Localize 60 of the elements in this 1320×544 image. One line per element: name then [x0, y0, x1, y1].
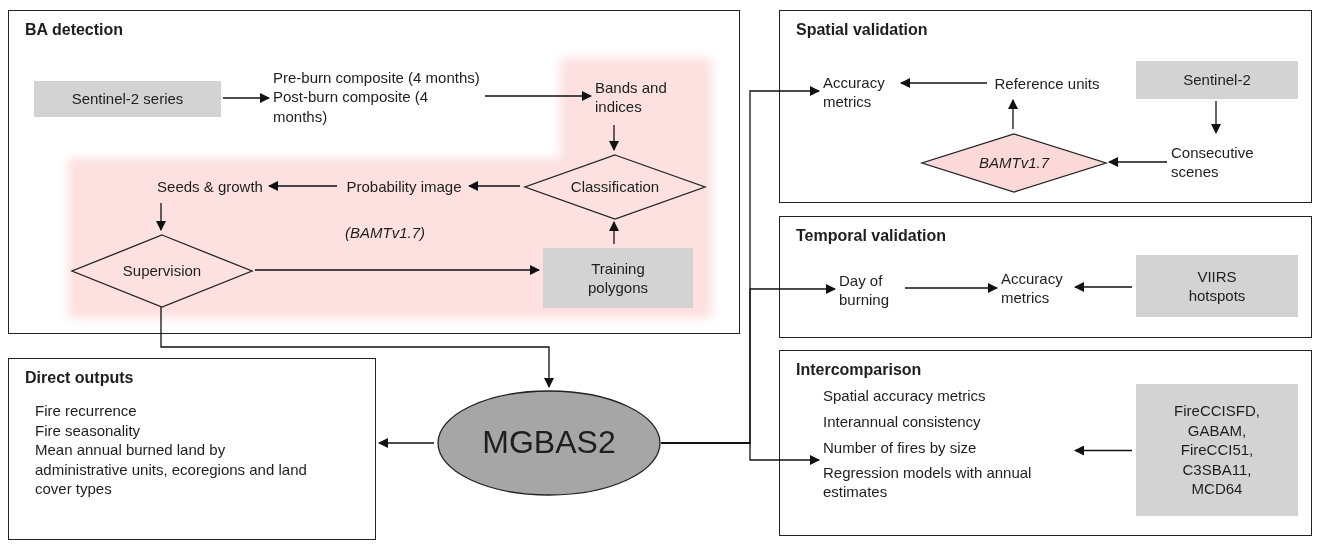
node-text: Bands and indices — [595, 77, 668, 117]
data-box — [1136, 255, 1298, 317]
node-text: BAMTv1.7 — [979, 153, 1049, 173]
arrow — [1074, 445, 1133, 456]
data-box — [543, 248, 693, 308]
node-text: Number of fires by size — [823, 438, 977, 458]
node-text: Spatial accuracy metrics — [823, 387, 986, 406]
node-text: Consecutive scenes — [1171, 142, 1255, 182]
node-text: Post-burn composite (4 months) — [273, 87, 430, 127]
node-text: Supervision — [122, 261, 202, 281]
output-item: Fire recurrence — [35, 401, 138, 421]
arrow — [904, 283, 998, 293]
section-panel — [779, 350, 1312, 536]
box-text: Sentinel-2 series — [71, 89, 184, 109]
arrow — [160, 306, 554, 388]
node-text: Reference units — [994, 74, 1100, 94]
arrow — [378, 438, 435, 448]
box-text: Training polygons — [586, 258, 649, 298]
box-text: VIIRS hotspots — [1187, 266, 1247, 306]
panel-heading: BA detection — [25, 21, 124, 39]
box-text: FireCCISFD, GABAM, FireCCI51, C3SBA11, MCD64 — [1173, 401, 1261, 499]
box-text: Sentinel-2 — [1183, 70, 1251, 90]
panel-heading: Direct outputs — [25, 369, 134, 387]
arrow — [268, 181, 338, 191]
node-text: Probability image — [346, 177, 462, 197]
arrow — [609, 221, 619, 245]
arrow — [468, 181, 521, 191]
arrow — [156, 202, 166, 231]
arrow — [1108, 157, 1168, 167]
data-box — [1136, 384, 1298, 516]
note-label: (BAMTv1.7) — [344, 224, 426, 241]
panel-heading: Spatial validation — [796, 21, 928, 39]
data-box — [34, 81, 221, 117]
arrow — [660, 442, 820, 465]
node-text: Classification — [570, 177, 660, 197]
arrow — [484, 91, 592, 101]
node-text: Accuracy metrics — [823, 72, 886, 112]
output-item: Fire seasonality — [35, 420, 142, 440]
arrow — [254, 265, 540, 275]
section-panel — [8, 358, 376, 540]
node-text: Day of burning — [839, 270, 891, 310]
arrow — [1211, 100, 1221, 134]
node-text: Pre-burn composite (4 months) — [273, 67, 480, 88]
panel-heading: Intercomparison — [796, 361, 922, 379]
arrow — [609, 124, 619, 151]
section-panel — [8, 10, 740, 334]
node-text: Regression models with annual estimates — [823, 464, 1033, 502]
node-text: Seeds & growth — [157, 177, 263, 197]
node-text: Accuracy metrics — [1001, 268, 1064, 308]
node-text: MGBAS2 — [482, 423, 616, 463]
node-text: Interannual consistency — [823, 412, 981, 432]
section-panel — [779, 216, 1312, 338]
arrow — [900, 78, 988, 88]
output-item: Mean annual burned land by administrative units, ecoregions and land cover types — [35, 440, 307, 499]
arrow — [1008, 99, 1018, 130]
section-panel — [779, 10, 1312, 203]
panel-heading: Temporal validation — [796, 227, 946, 245]
arrow — [1074, 282, 1133, 292]
data-box — [1136, 61, 1298, 99]
arrow — [222, 93, 270, 103]
